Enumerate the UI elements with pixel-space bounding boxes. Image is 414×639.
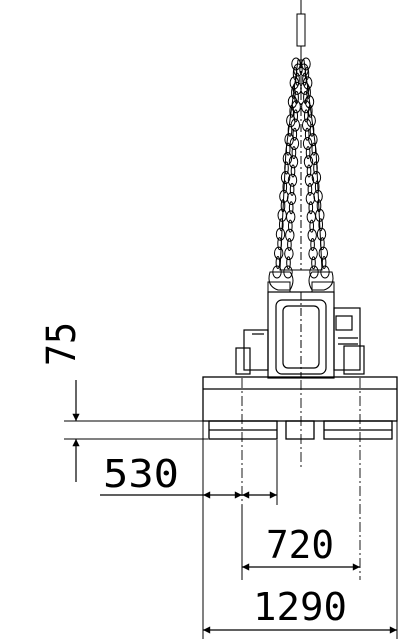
chain-link xyxy=(302,72,307,86)
chain-link xyxy=(282,180,288,194)
chain-link xyxy=(311,142,317,156)
chain-link xyxy=(300,81,310,95)
chain-link xyxy=(280,171,291,184)
chain-link xyxy=(311,171,322,184)
dimension-label-overall-width: 1290 xyxy=(253,585,347,629)
chain-link xyxy=(321,256,327,269)
chain-link xyxy=(288,219,293,233)
chain-link xyxy=(275,256,281,269)
chain-link xyxy=(288,155,299,169)
chain-link xyxy=(304,127,310,141)
chain-link xyxy=(284,247,294,261)
chain-link xyxy=(285,142,291,156)
chain-link xyxy=(290,118,300,132)
chain-link xyxy=(286,192,297,205)
chain-link xyxy=(279,218,284,232)
chain-link xyxy=(294,91,299,104)
chain-link xyxy=(301,100,311,114)
chain-link xyxy=(290,164,296,178)
chain-link xyxy=(309,219,315,233)
chain-link xyxy=(304,173,315,187)
dimension-label-pad-width: 530 xyxy=(103,452,179,496)
chain-link xyxy=(287,123,293,137)
chain-link xyxy=(306,164,312,178)
chain-link xyxy=(303,91,308,104)
chain-link xyxy=(292,127,298,141)
chain-link xyxy=(293,63,303,77)
chain-link xyxy=(289,182,295,196)
chain-left xyxy=(272,57,303,279)
chain-link xyxy=(310,238,315,251)
chain-link xyxy=(313,161,318,175)
chain-link xyxy=(287,173,298,187)
chain-link xyxy=(309,123,315,137)
chain-link xyxy=(320,237,325,251)
chain-right xyxy=(299,57,330,279)
dimension-label-pad-spacing: 720 xyxy=(266,523,334,567)
chain-link xyxy=(307,228,317,242)
chain-link xyxy=(287,238,292,251)
chain-link xyxy=(309,152,320,165)
chain-link xyxy=(275,227,286,241)
chain-link xyxy=(292,81,302,95)
chain-link xyxy=(316,227,327,241)
chain-link xyxy=(307,182,313,196)
chain-link xyxy=(293,109,299,123)
chain-link xyxy=(286,256,291,270)
chain-link xyxy=(285,228,295,242)
chain-link xyxy=(314,180,320,194)
chain-link xyxy=(302,118,312,132)
chain-link xyxy=(288,201,294,215)
chain-link xyxy=(318,218,324,232)
chain-link xyxy=(291,100,301,114)
chain-link xyxy=(318,246,328,260)
chain-link xyxy=(302,137,313,150)
chain-link xyxy=(306,210,316,224)
boom-assembly xyxy=(267,0,335,293)
chain-link xyxy=(274,246,284,260)
dimension-label-gap-height: 75 xyxy=(39,322,85,366)
undercarriage xyxy=(202,376,398,440)
chain-link xyxy=(308,201,314,215)
chain-link xyxy=(291,57,301,71)
chain-link xyxy=(305,192,316,205)
chain-link xyxy=(316,199,322,213)
chain-link xyxy=(277,237,282,251)
chain-link xyxy=(280,199,286,213)
chain-link xyxy=(284,161,289,175)
chain-link xyxy=(308,247,318,261)
chain-link xyxy=(295,72,300,86)
chain-link xyxy=(291,146,297,160)
chain-link xyxy=(299,63,309,77)
machine-body xyxy=(235,291,365,379)
chain-link xyxy=(282,152,293,165)
chain-link xyxy=(305,146,311,160)
chain-link xyxy=(301,57,311,71)
chain-link xyxy=(311,256,316,270)
chain-link xyxy=(303,155,314,169)
chain-link xyxy=(289,137,300,150)
chain-link xyxy=(304,109,309,123)
chain-link xyxy=(286,210,296,224)
